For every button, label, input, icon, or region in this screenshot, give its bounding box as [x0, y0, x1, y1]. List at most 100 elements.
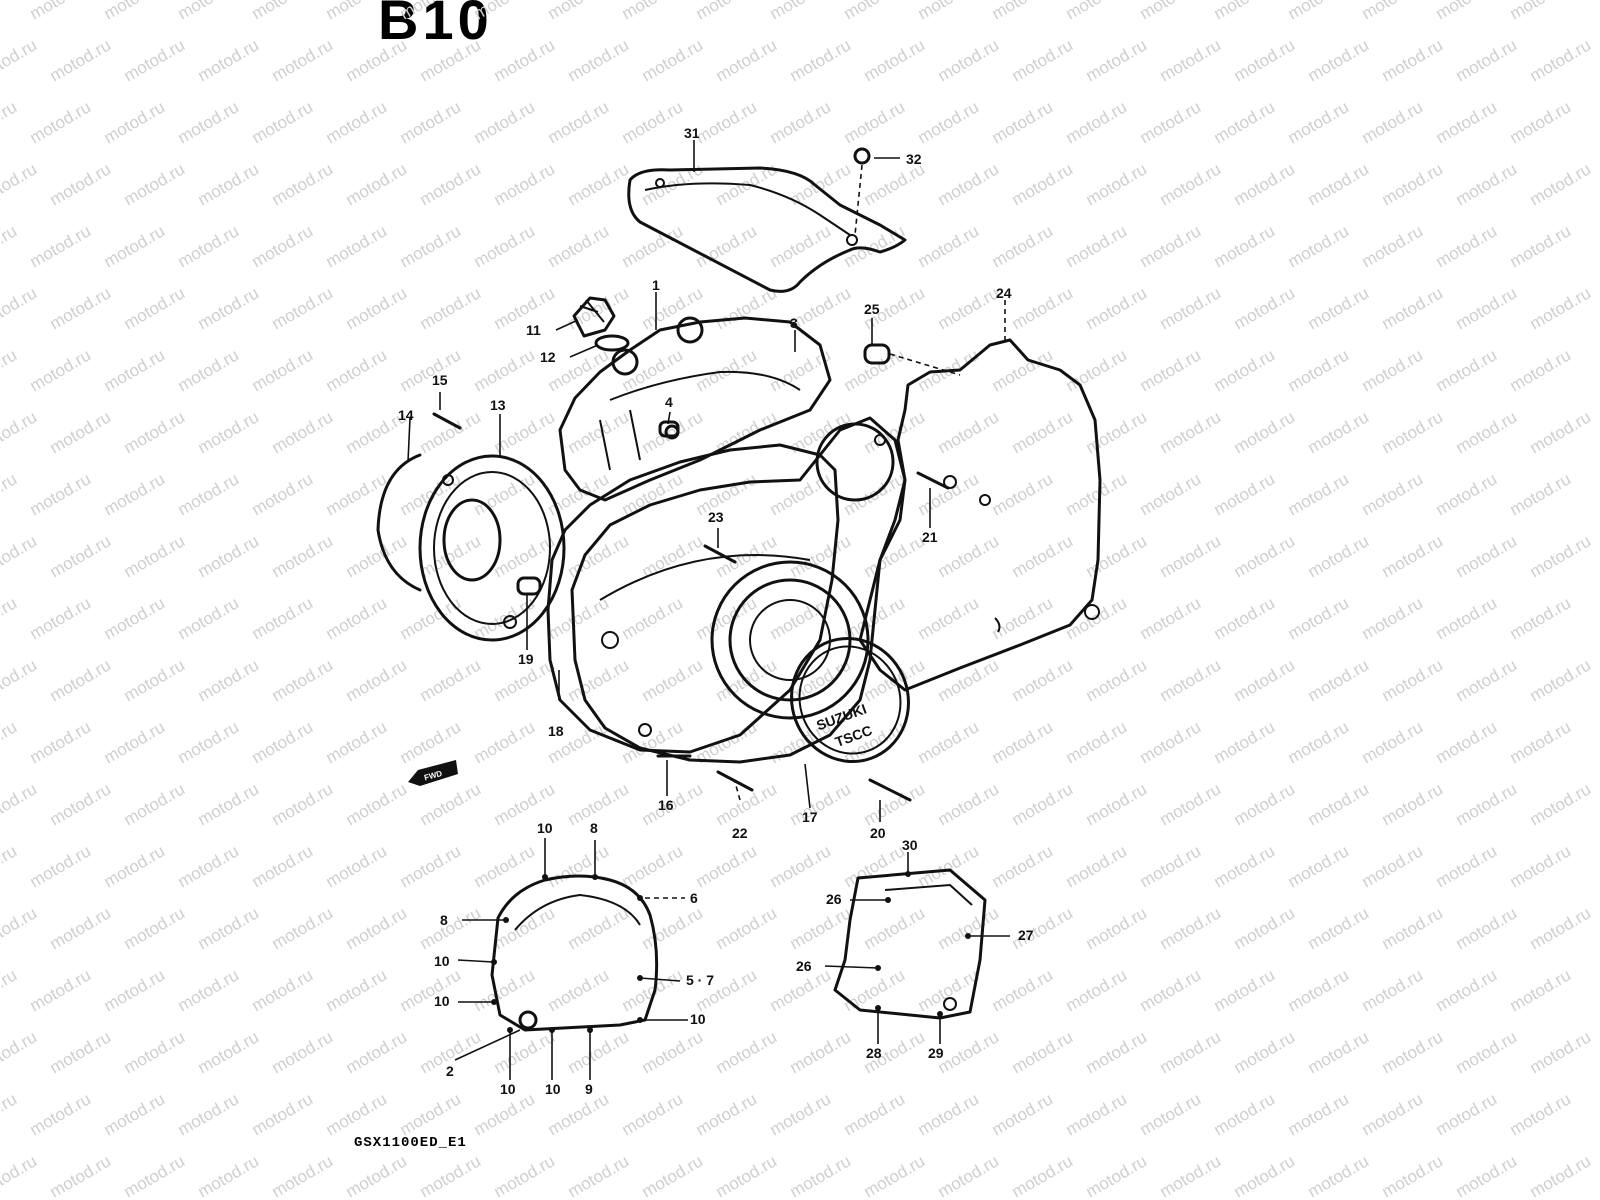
- watermark-text: motod.ru: [269, 779, 337, 829]
- watermark-text: motod.ru: [1231, 1027, 1299, 1077]
- watermark-text: motod.ru: [989, 965, 1057, 1015]
- watermark-text: motod.ru: [1453, 655, 1521, 705]
- watermark-text: motod.ru: [935, 35, 1003, 85]
- watermark-text: motod.ru: [175, 97, 243, 147]
- callout-10-left-lower: 10: [434, 993, 450, 1009]
- watermark-text: motod.ru: [471, 0, 539, 23]
- watermark-text: motod.ru: [693, 841, 761, 891]
- watermark-text: motod.ru: [935, 159, 1003, 209]
- watermark-text: motod.ru: [1359, 717, 1427, 767]
- watermark-text: motod.ru: [1379, 1151, 1447, 1200]
- watermark-text: motod.ru: [269, 1027, 337, 1077]
- watermark-text: motod.ru: [491, 35, 559, 85]
- watermark-text: motod.ru: [1507, 593, 1575, 643]
- watermark-text: motod.ru: [935, 531, 1003, 581]
- watermark-text: motod.ru: [1063, 1089, 1131, 1139]
- watermark-text: motod.ru: [1453, 1151, 1521, 1200]
- callout-17: 17: [802, 809, 818, 825]
- watermark-text: motod.ru: [269, 283, 337, 333]
- watermark-text: motod.ru: [693, 0, 761, 23]
- callout-29: 29: [928, 1045, 944, 1061]
- watermark-text: motod.ru: [269, 159, 337, 209]
- watermark-text: motod.ru: [841, 97, 909, 147]
- watermark-text: motod.ru: [1137, 221, 1205, 271]
- watermark-text: motod.ru: [343, 655, 411, 705]
- watermark-text: motod.ru: [713, 35, 781, 85]
- watermark-text: motod.ru: [565, 779, 633, 829]
- watermark-text: motod.ru: [195, 159, 263, 209]
- watermark-text: motod.ru: [989, 0, 1057, 23]
- watermark-text: motod.ru: [841, 965, 909, 1015]
- watermark-text: motod.ru: [915, 97, 983, 147]
- callout-14: 14: [398, 407, 414, 423]
- callout-32: 32: [906, 151, 922, 167]
- watermark-text: motod.ru: [343, 1151, 411, 1200]
- watermark-text: motod.ru: [1231, 407, 1299, 457]
- watermark-text: motod.ru: [989, 1089, 1057, 1139]
- watermark-text: motod.ru: [1285, 717, 1353, 767]
- watermark-text: motod.ru: [787, 1027, 855, 1077]
- watermark-text: motod.ru: [471, 469, 539, 519]
- watermark-text: motod.ru: [121, 1027, 189, 1077]
- watermark-text: motod.ru: [471, 97, 539, 147]
- watermark-text: motod.ru: [841, 1089, 909, 1139]
- watermark-text: motod.ru: [323, 221, 391, 271]
- watermark-text: motod.ru: [269, 903, 337, 953]
- watermark-text: motod.ru: [47, 159, 115, 209]
- watermark-text: motod.ru: [175, 221, 243, 271]
- watermark-text: motod.ru: [175, 1089, 243, 1139]
- watermark-text: motod.ru: [1231, 159, 1299, 209]
- watermark-text: motod.ru: [121, 35, 189, 85]
- watermark-text: motod.ru: [1211, 221, 1279, 271]
- watermark-text: motod.ru: [545, 841, 613, 891]
- callout-8-left: 8: [440, 912, 448, 928]
- watermark-text: motod.ru: [0, 407, 40, 457]
- watermark-text: motod.ru: [195, 1151, 263, 1200]
- watermark-text: motod.ru: [935, 407, 1003, 457]
- watermark-text: motod.ru: [0, 159, 40, 209]
- watermark-text: motod.ru: [767, 841, 835, 891]
- watermark-text: motod.ru: [1211, 97, 1279, 147]
- watermark-text: motod.ru: [1137, 469, 1205, 519]
- watermark-text: motod.ru: [1453, 283, 1521, 333]
- callout-numbers: 1 2 3 4 5 · 7 6 8 8 9 10 10 10 10 10 10 …: [398, 125, 1034, 1097]
- callout-2: 2: [446, 1063, 454, 1079]
- watermark-text: motod.ru: [1527, 35, 1595, 85]
- watermark-text: motod.ru: [1083, 283, 1151, 333]
- watermark-text: motod.ru: [693, 221, 761, 271]
- watermark-text: motod.ru: [47, 655, 115, 705]
- watermark-text: motod.ru: [545, 965, 613, 1015]
- watermark-text: motod.ru: [841, 841, 909, 891]
- watermark-text: motod.ru: [639, 531, 707, 581]
- watermark-text: motod.ru: [27, 221, 95, 271]
- watermark-text: motod.ru: [1063, 469, 1131, 519]
- watermark-text: motod.ru: [1527, 1027, 1595, 1077]
- callout-8-top: 8: [590, 820, 598, 836]
- watermark-text: motod.ru: [249, 593, 317, 643]
- watermark-text: motod.ru: [1433, 965, 1501, 1015]
- watermark-text: motod.ru: [915, 1089, 983, 1139]
- watermark-text: motod.ru: [0, 0, 20, 23]
- watermark-text: motod.ru: [639, 1151, 707, 1200]
- watermark-text: motod.ru: [861, 779, 929, 829]
- watermark-text: motod.ru: [471, 965, 539, 1015]
- watermark-text: motod.ru: [1433, 221, 1501, 271]
- watermark-text: motod.ru: [195, 407, 263, 457]
- watermark-text: motod.ru: [1063, 965, 1131, 1015]
- watermark-text: motod.ru: [1453, 159, 1521, 209]
- callout-28: 28: [866, 1045, 882, 1061]
- watermark-text: motod.ru: [639, 35, 707, 85]
- gasket-18: [546, 443, 840, 754]
- watermark-text: motod.ru: [121, 1151, 189, 1200]
- watermark-text: motod.ru: [1157, 779, 1225, 829]
- callout-10-bottom-b: 10: [545, 1081, 561, 1097]
- watermark-text: motod.ru: [1137, 345, 1205, 395]
- watermark-text: motod.ru: [121, 779, 189, 829]
- leader-lines: [407, 140, 1010, 1080]
- watermark-text: motod.ru: [693, 1089, 761, 1139]
- watermark-text: motod.ru: [1211, 717, 1279, 767]
- watermark-text: motod.ru: [121, 531, 189, 581]
- watermark-text: motod.ru: [249, 965, 317, 1015]
- watermark-text: motod.ru: [0, 1027, 40, 1077]
- watermark-text: motod.ru: [1285, 0, 1353, 23]
